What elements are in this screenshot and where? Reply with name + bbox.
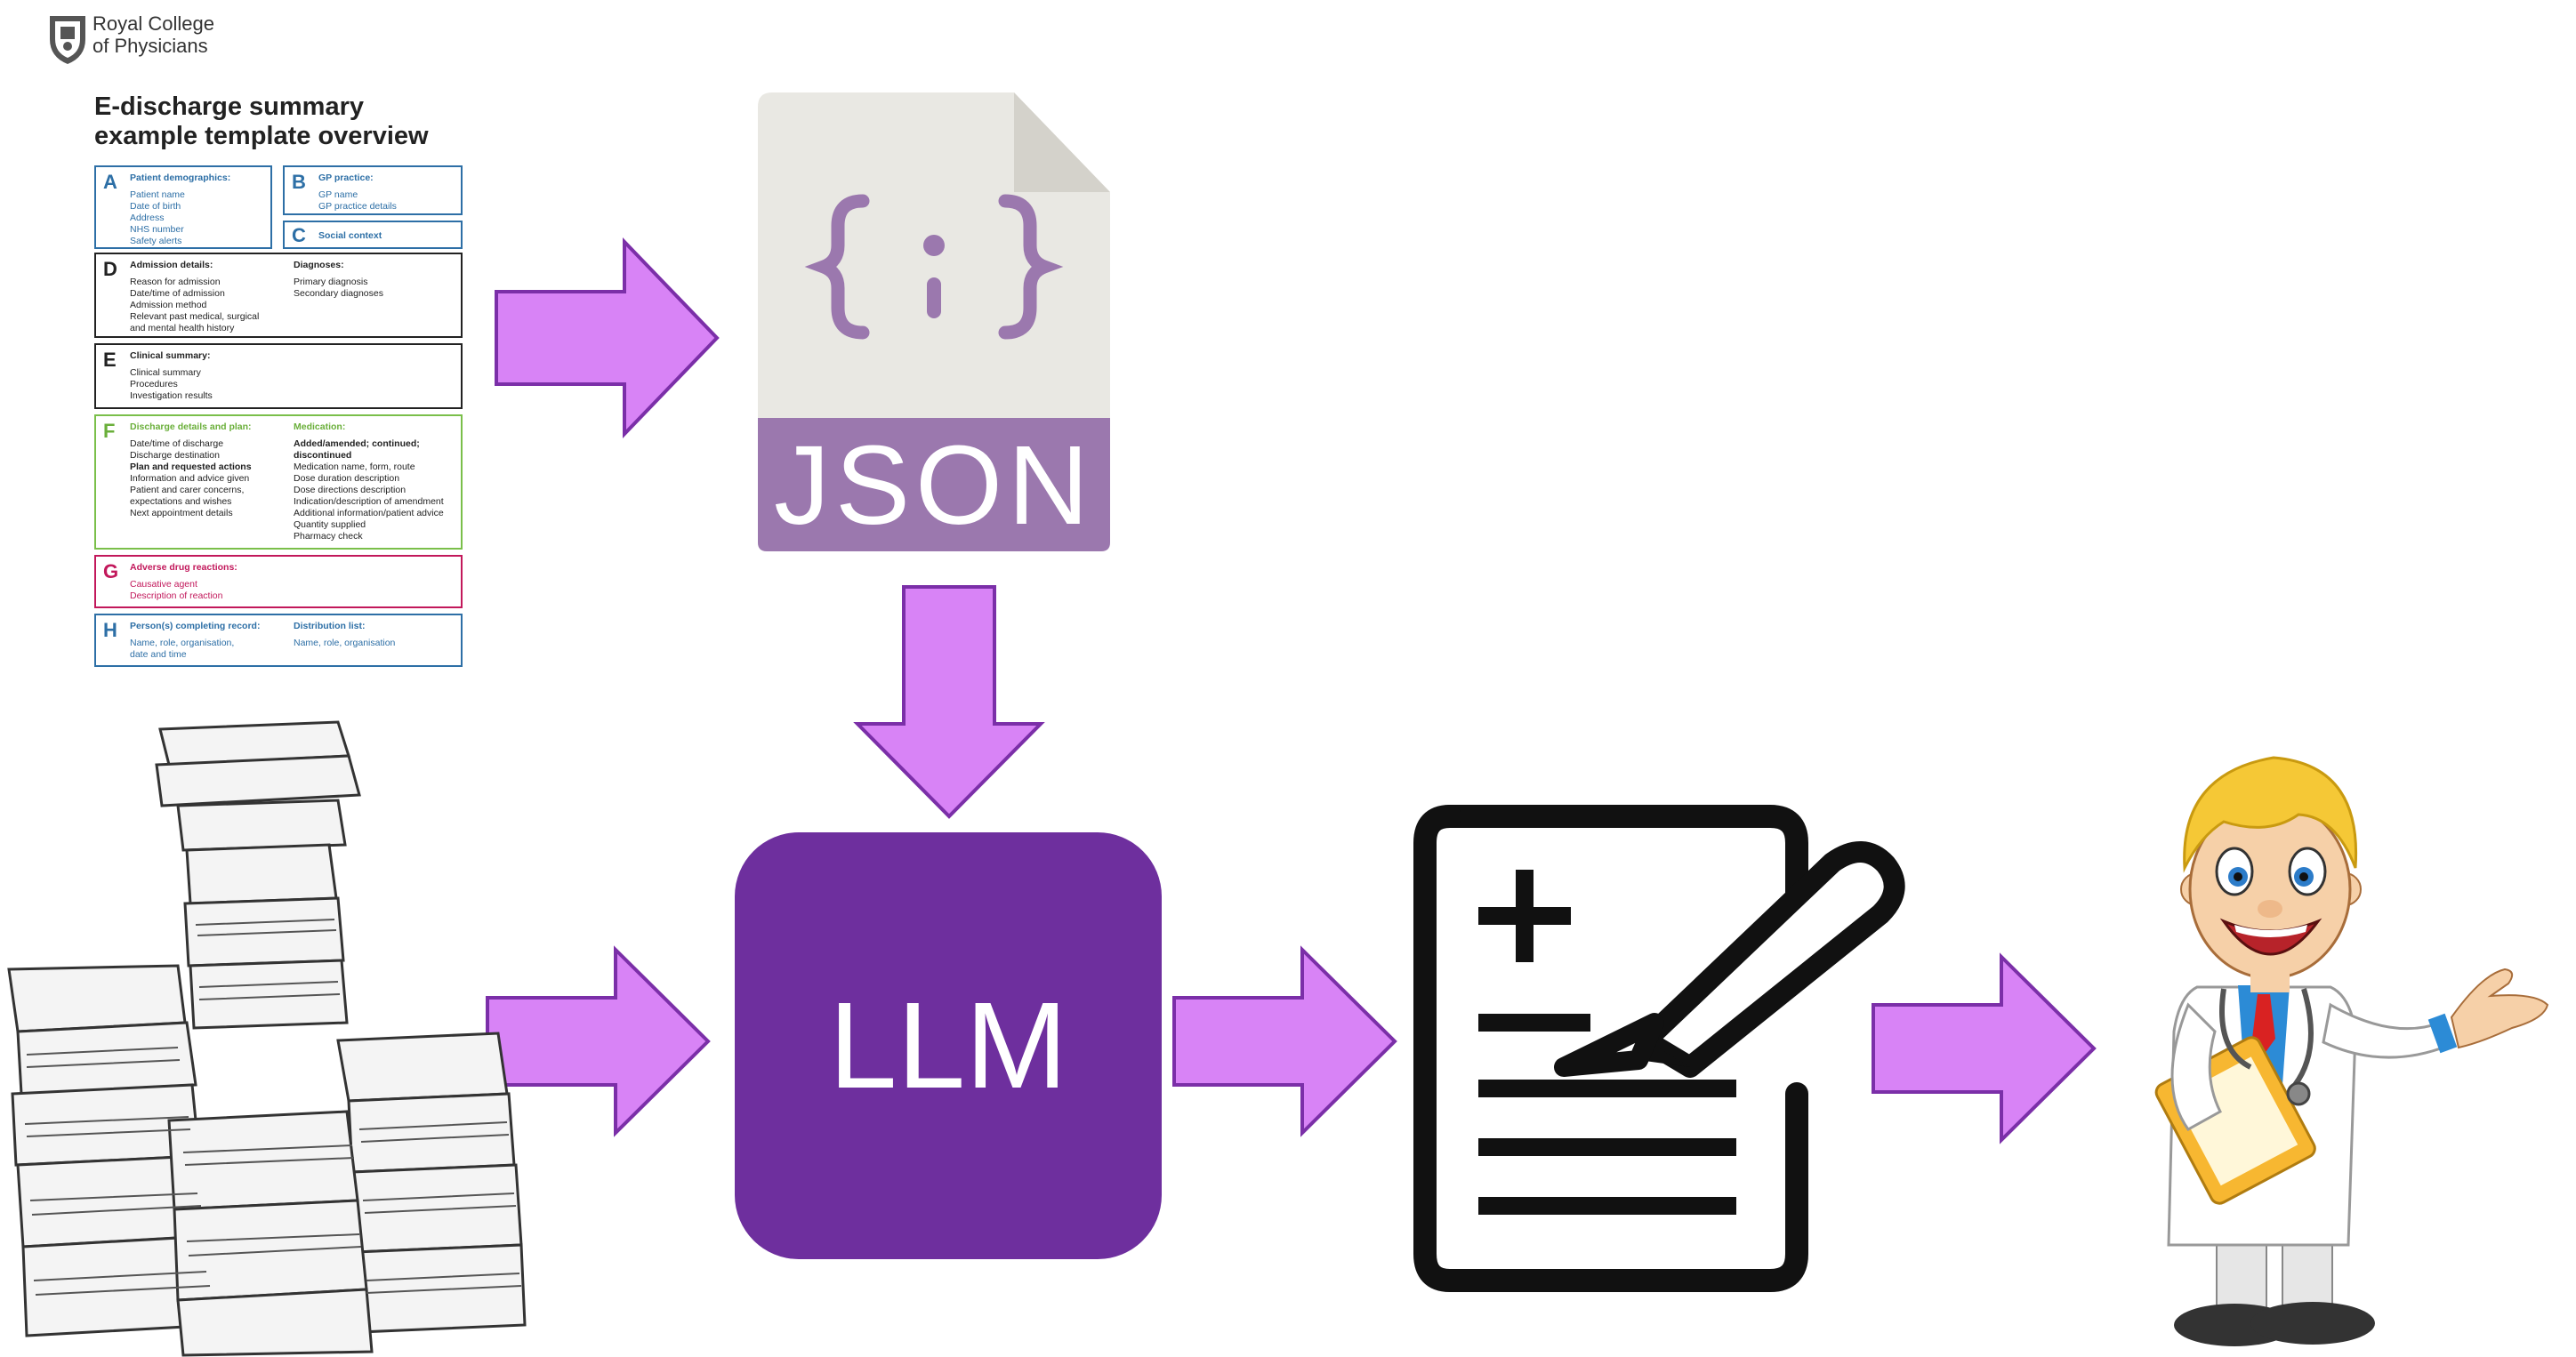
section-item: Added/amended; continued; — [294, 438, 420, 449]
section-heading: Distribution list: — [294, 621, 366, 631]
rcp-logo — [50, 16, 85, 64]
section-item: Name, role, organisation — [294, 638, 396, 648]
arrow-right-llm-to-report — [1172, 945, 1397, 1137]
section-item: Discharge destination — [130, 450, 220, 461]
medical-report-icon — [1413, 805, 1905, 1292]
section-item: Secondary diagnoses — [294, 288, 383, 299]
json-file-icon — [758, 92, 1110, 551]
section-item: Description of reaction — [130, 590, 223, 601]
section-item: Admission method — [130, 300, 207, 310]
section-item: discontinued — [294, 450, 352, 461]
section-heading: Discharge details and plan: — [130, 422, 252, 432]
section-letter: G — [103, 560, 119, 582]
section-item: GP name — [318, 189, 358, 200]
section-d-admission-details: D Admission details: Reason for admissio… — [94, 253, 463, 338]
paper-stack-icon — [7, 720, 527, 1357]
section-item: Medication name, form, route — [294, 462, 415, 472]
section-letter: F — [103, 420, 116, 442]
doctor-illustration — [2154, 756, 2549, 1346]
pencil-icon — [1554, 841, 1905, 1078]
section-item: Safety alerts — [130, 236, 182, 246]
section-heading: Clinical summary: — [130, 350, 211, 361]
arrow-right-report-to-doctor — [1872, 952, 2097, 1144]
section-letter: H — [103, 619, 117, 641]
shield-crest-icon — [50, 16, 85, 64]
section-item: Patient name — [130, 189, 185, 200]
section-item: Procedures — [130, 379, 178, 389]
section-b-gp-practice: B GP practice: GP name GP practice detai… — [283, 165, 463, 215]
section-item: date and time — [130, 649, 187, 660]
json-label: JSON — [773, 422, 1095, 548]
section-f-discharge-details: F Discharge details and plan: Date/time … — [94, 414, 463, 550]
section-item: Clinical summary — [130, 367, 201, 378]
section-item: Investigation results — [130, 390, 213, 401]
arrow-right-papers-to-llm — [486, 945, 711, 1137]
logo-line1: Royal College — [93, 12, 214, 35]
section-item: Dose directions description — [294, 485, 407, 495]
section-item: Next appointment details — [130, 508, 233, 518]
section-letter: E — [103, 349, 117, 371]
section-letter: B — [292, 171, 306, 193]
section-item: NHS number — [130, 224, 184, 235]
rcp-logo-text: Royal College of Physicians — [93, 12, 214, 57]
section-heading: Social context — [318, 230, 382, 241]
section-heading: Patient demographics: — [130, 173, 231, 183]
section-letter: C — [292, 224, 306, 246]
section-c-social-context: C Social context — [283, 221, 463, 249]
section-letter: A — [103, 171, 117, 193]
section-letter: D — [103, 258, 117, 280]
section-e-clinical-summary: E Clinical summary: Clinical summary Pro… — [94, 343, 463, 409]
section-h-person-completing-record: H Person(s) completing record: Name, rol… — [94, 614, 463, 667]
section-item: Additional information/patient advice — [294, 508, 444, 518]
arrow-right-template-to-json — [495, 237, 720, 438]
section-item: Dose duration description — [294, 473, 400, 484]
section-item: Address — [130, 213, 165, 223]
section-heading: Person(s) completing record: — [130, 621, 261, 631]
section-heading: Diagnoses: — [294, 260, 344, 270]
section-item: Relevant past medical, surgical — [130, 311, 260, 322]
logo-line2: of Physicians — [93, 35, 208, 57]
section-heading: GP practice: — [318, 173, 374, 183]
section-a-patient-demographics: A Patient demographics: Patient name Dat… — [94, 165, 272, 249]
section-item: Causative agent — [130, 579, 197, 590]
section-item: Patient and carer concerns, — [130, 485, 245, 495]
section-item: Primary diagnosis — [294, 277, 368, 287]
llm-block — [735, 832, 1162, 1259]
arrow-down-json-to-llm — [853, 585, 1045, 819]
section-item: Date/time of admission — [130, 288, 225, 299]
template-title-line2: example template overview — [94, 122, 429, 150]
template-title-line1: E-discharge summary — [94, 92, 365, 121]
section-item: Name, role, organisation, — [130, 638, 235, 648]
section-g-adverse-drug-reactions: G Adverse drug reactions: Causative agen… — [94, 555, 463, 608]
section-item: Quantity supplied — [294, 519, 366, 530]
section-heading: Admission details: — [130, 260, 213, 270]
section-item: expectations and wishes — [130, 496, 232, 507]
template-title: E-discharge summary example template ove… — [94, 92, 503, 151]
section-item: Pharmacy check — [294, 531, 363, 542]
section-item: GP practice details — [318, 201, 397, 212]
section-item: Information and advice given — [130, 473, 250, 484]
section-heading: Adverse drug reactions: — [130, 562, 237, 573]
section-item: and mental health history — [130, 323, 235, 333]
section-item: Date/time of discharge — [130, 438, 224, 449]
section-item: Date of birth — [130, 201, 181, 212]
section-item: Indication/description of amendment — [294, 496, 444, 507]
section-heading: Medication: — [294, 422, 346, 432]
section-item: Plan and requested actions — [130, 462, 252, 472]
llm-label: LLM — [828, 976, 1068, 1114]
section-item: Reason for admission — [130, 277, 221, 287]
